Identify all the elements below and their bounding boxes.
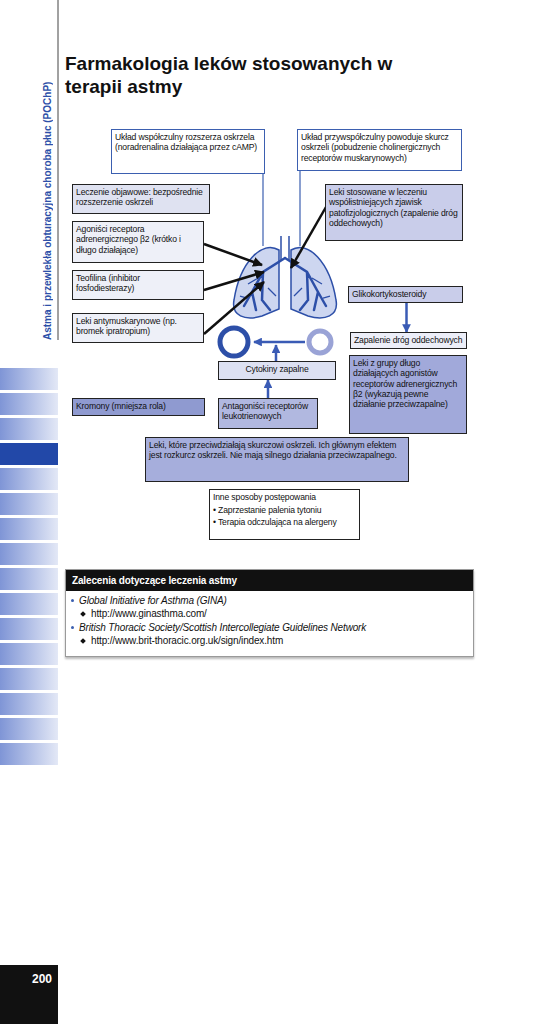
ring-arrow [254, 341, 305, 344]
note-box: Inne sposoby postępowania • Zaprzestanie … [209, 489, 360, 540]
side-tab [0, 468, 58, 490]
side-tab [0, 668, 58, 690]
flow-arrow [405, 303, 408, 332]
drug-box: Kromony (mniejsza rola) [72, 398, 205, 416]
side-tab [0, 393, 58, 415]
bullet-diamond [80, 611, 86, 617]
drug-box: Agoniści receptora adrenergicznego β2 (k… [72, 221, 204, 263]
side-tab [0, 693, 58, 715]
side-running-head: Astma i przewlekła obturacyjna choroba p… [42, 62, 53, 340]
category-box: Leki stosowane w leczeniu współistniejąc… [325, 184, 463, 241]
airway-ring [220, 328, 248, 356]
guidelines-box: Zalecenia dotyczące leczenia astmyGlobal… [65, 569, 474, 657]
leader-line [204, 244, 262, 265]
box-text: Cytokiny zapalne [222, 364, 332, 374]
link-url: http://www.brit-thoracic.org.uk/sign/ind… [66, 634, 473, 648]
nervous-system-box: Układ współczulny rozszerza oskrzela (no… [111, 129, 265, 174]
guideline-name: British Thoracic Society/Scottish Interc… [66, 621, 473, 634]
process-box: Cytokiny zapalne [218, 361, 336, 380]
box-text: Leki z grupy długo działających agonistó… [353, 358, 463, 410]
box-text: Leczenie objawowe: bezpośrednie rozszerz… [76, 187, 206, 208]
side-tab [0, 618, 58, 640]
drug-box: Leki z grupy długo działających agonistó… [349, 355, 467, 434]
box-text: Układ przywspółczulny powoduje skurcz os… [301, 132, 458, 163]
nerve-line [299, 171, 300, 246]
box-text: Antagoniści receptorów leukotrienowych [222, 401, 314, 422]
nerve-line [262, 174, 263, 246]
margin-rule [58, 0, 59, 340]
guideline-name: Global Initiative for Asthma (GINA) [66, 594, 473, 607]
page-number: 200 [0, 972, 52, 986]
side-tab [0, 543, 58, 565]
side-tabs [0, 368, 58, 765]
bronchioles [240, 278, 330, 298]
box-text: Układ współczulny rozszerza oskrzela (no… [115, 132, 261, 153]
bronchial-tree [244, 258, 326, 310]
box-text: Leki antymuskarynowe (np. bromek ipratro… [76, 316, 200, 337]
box-text: Zapalenie dróg oddechowych [354, 335, 463, 345]
side-tab [0, 518, 58, 540]
bullet-item: • Terapia odczulająca na alergeny [213, 517, 356, 527]
flow-arrow [267, 380, 270, 398]
drug-box: Teofilina (inhibitor fosfodiesterazy) [72, 270, 204, 300]
side-tab [0, 418, 58, 440]
page-number-block [0, 965, 58, 1024]
process-box: Zapalenie dróg oddechowych [350, 332, 467, 349]
page-title: Farmakologia leków stosowanych w terapii… [65, 52, 403, 98]
bullet-item: • Zaprzestanie palenia tytoniu [213, 505, 356, 515]
box-text: Kromony (mniejsza rola) [76, 401, 201, 411]
note-box: Leki, które przeciwdziałają skurczowi os… [145, 437, 409, 482]
side-tab [0, 643, 58, 665]
side-tab [0, 368, 58, 390]
leader-line [291, 207, 326, 268]
inflammation-rings [220, 328, 331, 361]
bullet-dot [71, 626, 74, 629]
box-heading: Inne sposoby postępowania [213, 492, 356, 502]
box-text: Leki stosowane w leczeniu współistniejąc… [329, 187, 459, 228]
box-text: Leki, które przeciwdziałają skurczowi os… [149, 440, 405, 461]
bullet-dot [71, 599, 74, 602]
drug-box: Leki antymuskarynowe (np. bromek ipratro… [72, 313, 204, 343]
box-text: Agoniści receptora adrenergicznego β2 (k… [76, 224, 200, 255]
cytokine-arrow [275, 345, 278, 361]
drug-box: Antagoniści receptorów leukotrienowych [218, 398, 318, 429]
box-text: Teofilina (inhibitor fosfodiesterazy) [76, 273, 200, 294]
link-url: http://www.ginasthma.com/ [66, 607, 473, 621]
box-text: Glikokortykosteroidy [352, 289, 459, 299]
side-tab [0, 493, 58, 515]
category-box: Leczenie objawowe: bezpośrednie rozszerz… [72, 184, 210, 214]
trachea [281, 236, 289, 260]
side-tab-active [0, 443, 58, 465]
nervous-system-box: Układ przywspółczulny powoduje skurcz os… [297, 129, 462, 171]
bullet-diamond [80, 638, 86, 644]
side-tab [0, 743, 58, 765]
side-tab [0, 718, 58, 740]
inflamed-ring [309, 331, 331, 353]
box-heading: Zalecenia dotyczące leczenia astmy [66, 570, 473, 591]
leader-lines [204, 207, 326, 334]
side-tab [0, 568, 58, 590]
side-tab [0, 593, 58, 615]
leader-line [204, 272, 264, 290]
drug-box: Glikokortykosteroidy [348, 286, 463, 303]
